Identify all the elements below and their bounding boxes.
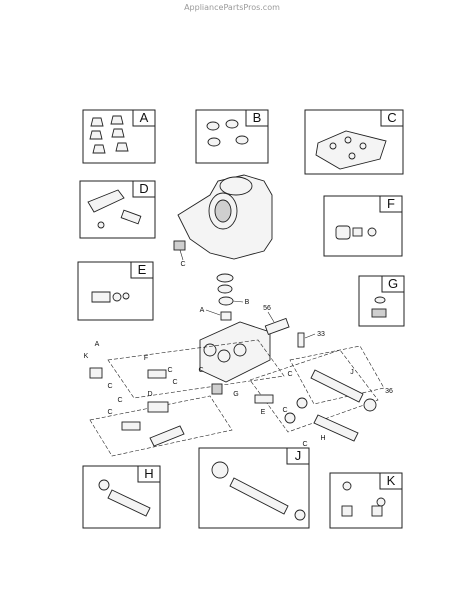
valve-f [147,369,167,379]
fitting-e [254,394,274,404]
inlet-plug [89,367,103,379]
nut-icon [211,461,229,479]
thermal-relief-valve [264,317,290,336]
kit-a-label: A [140,110,149,125]
svg-text:C: C [172,379,177,386]
drain-plug [173,240,186,251]
lower-left-subassembly-outline [89,395,233,457]
plunger-h [313,414,359,442]
svg-text:A: A [95,341,100,348]
kit-a-box[interactable]: A [82,109,156,164]
svg-text:J: J [350,369,354,376]
check-valve-icons [89,115,129,154]
kit-g-box[interactable]: G [358,275,405,327]
oring-icon [376,497,386,507]
gasket-holes [329,136,367,160]
plug-icon [342,481,352,491]
svg-text:C: C [180,261,185,268]
kit-k-label: K [387,473,396,488]
kit-j-box[interactable]: J [198,447,310,529]
plug-g [211,383,223,395]
svg-text:C: C [107,383,112,390]
kit-k-box[interactable]: K [329,472,403,529]
bolt [297,332,305,348]
oring-icon [112,292,122,302]
piston-d [149,425,185,447]
plunger-icon [107,489,151,517]
kit-c-box[interactable]: C [304,109,404,175]
kit-h-box[interactable]: H [82,465,161,529]
kit-e-box[interactable]: E [77,261,154,321]
spring-c [121,421,141,431]
svg-text:C: C [198,367,203,374]
check-valve-icon [352,227,363,237]
seal-icons [206,119,249,147]
fitting-icon [341,505,353,517]
kit-c-label: C [387,110,396,125]
pump-head [199,321,271,383]
oring-c [296,397,308,409]
plunger-icon [229,477,289,515]
svg-text:E: E [261,409,266,416]
oring-icon [98,479,110,491]
plug-icon [335,225,351,240]
svg-text:K: K [84,353,89,360]
kit-h-label: H [144,466,153,481]
svg-text:33: 33 [317,331,325,338]
watermark: AppliancePartsPros.com [184,3,280,12]
kit-f-box[interactable]: F [323,195,403,257]
left-subassembly-outline [107,339,285,399]
kit-d-label: D [139,181,148,196]
svg-text:C: C [117,397,122,404]
oring-c [284,412,296,424]
svg-text:C: C [287,371,292,378]
svg-text:F: F [144,355,148,362]
plunger-j-outline [289,345,385,405]
callout-labels: C B A 56 33 J K A C F C C D C C C G E C … [84,249,393,448]
unloader-valve-icon [87,189,125,213]
svg-text:G: G [233,391,238,398]
svg-text:36: 36 [385,388,393,395]
right-subassembly-outline [249,349,379,433]
svg-text:A: A [200,307,205,314]
oring-icon [367,227,377,237]
svg-text:B: B [245,299,250,306]
plunger-j [310,369,364,403]
svg-text:C: C [167,367,172,374]
oring-icon [97,221,105,229]
plug-icon [371,308,387,318]
seal-2 [217,284,233,294]
kit-j-label: J [295,448,302,463]
kit-b-box[interactable]: B [195,109,269,164]
check-valve [220,311,232,321]
kit-g-label: G [388,276,398,291]
seal-3 [218,296,234,306]
seal-1 [216,273,234,283]
svg-text:D: D [147,391,152,398]
svg-text:C: C [282,407,287,414]
kit-d-box[interactable]: D [79,180,156,239]
valve-d [147,401,169,413]
oring-icon [122,292,130,300]
svg-text:56: 56 [263,305,271,312]
kit-f-label: F [387,196,395,211]
gasket-icon [315,130,387,170]
crankcase [177,174,273,260]
oring-icon [374,296,386,304]
inlet-fitting-icon [91,291,111,303]
kit-e-label: E [138,262,147,277]
part-36 [363,398,377,412]
svg-text:H: H [320,435,325,442]
spring-icon [120,209,142,225]
fitting-icon [371,505,383,517]
oring-icon [294,509,306,521]
kit-b-label: B [253,110,262,125]
svg-text:C: C [302,441,307,448]
svg-text:C: C [107,409,112,416]
